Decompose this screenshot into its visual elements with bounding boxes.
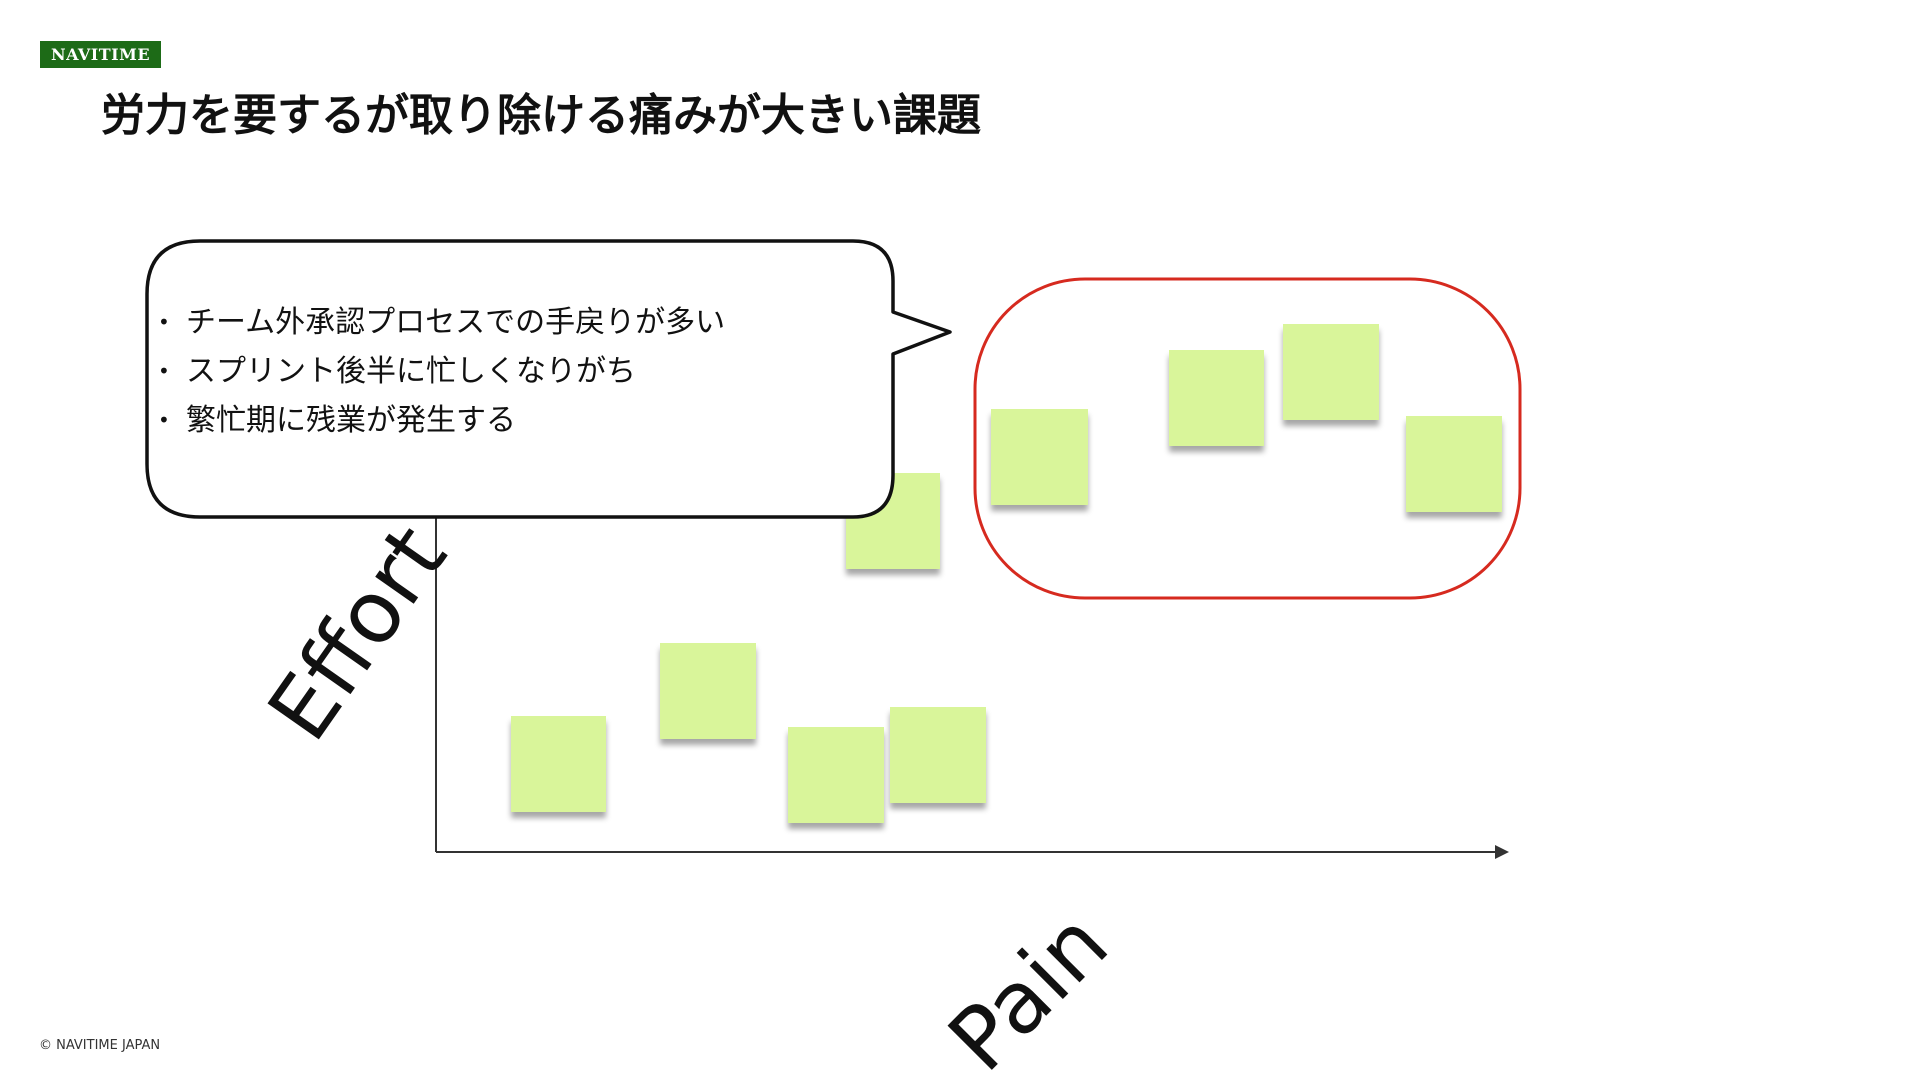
sticky-note-highlighted: [1283, 324, 1379, 420]
highlight-outline: [973, 277, 1522, 600]
callout-item: チーム外承認プロセスでの手戻りが多い: [158, 298, 725, 347]
sticky-note-highlighted: [1169, 350, 1264, 446]
callout-item: 繁忙期に残業が発生する: [158, 396, 725, 445]
sticky-note: [660, 643, 756, 739]
copyright: © NAVITIME JAPAN: [39, 1038, 161, 1053]
page-title: 労力を要するが取り除ける痛みが大きい課題: [101, 90, 981, 141]
callout-list: チーム外承認プロセスでの手戻りが多い スプリント後半に忙しくなりがち 繁忙期に残…: [158, 298, 725, 445]
sticky-note: [511, 716, 606, 812]
x-axis-arrowhead: [1495, 845, 1509, 859]
sticky-note-highlighted: [991, 409, 1088, 505]
sticky-note: [890, 707, 986, 803]
callout-item: スプリント後半に忙しくなりがち: [158, 347, 725, 396]
brand-badge: NAVITIME: [40, 41, 161, 68]
sticky-note: [788, 727, 884, 823]
sticky-note-highlighted: [1406, 416, 1502, 512]
